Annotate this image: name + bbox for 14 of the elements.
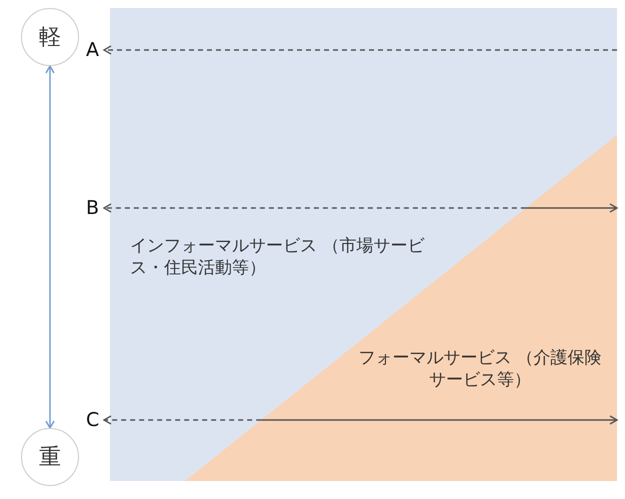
region-label: フォーマルサービス （介護保険サービス等）	[357, 347, 603, 392]
arrow	[103, 45, 617, 55]
level-circle: 重	[21, 428, 79, 486]
level-letter: A	[86, 41, 99, 60]
arrow	[103, 203, 526, 213]
level-letter: C	[86, 411, 100, 430]
level-letter: B	[86, 199, 100, 218]
arrow	[103, 415, 262, 425]
informal-service-area	[110, 8, 617, 481]
level-circle: 軽	[21, 8, 79, 66]
region-label: インフォーマルサービス （市場サービス・住民活動等）	[130, 235, 426, 280]
arrow	[45, 65, 55, 429]
arrow	[261, 415, 618, 425]
arrow	[526, 203, 618, 213]
